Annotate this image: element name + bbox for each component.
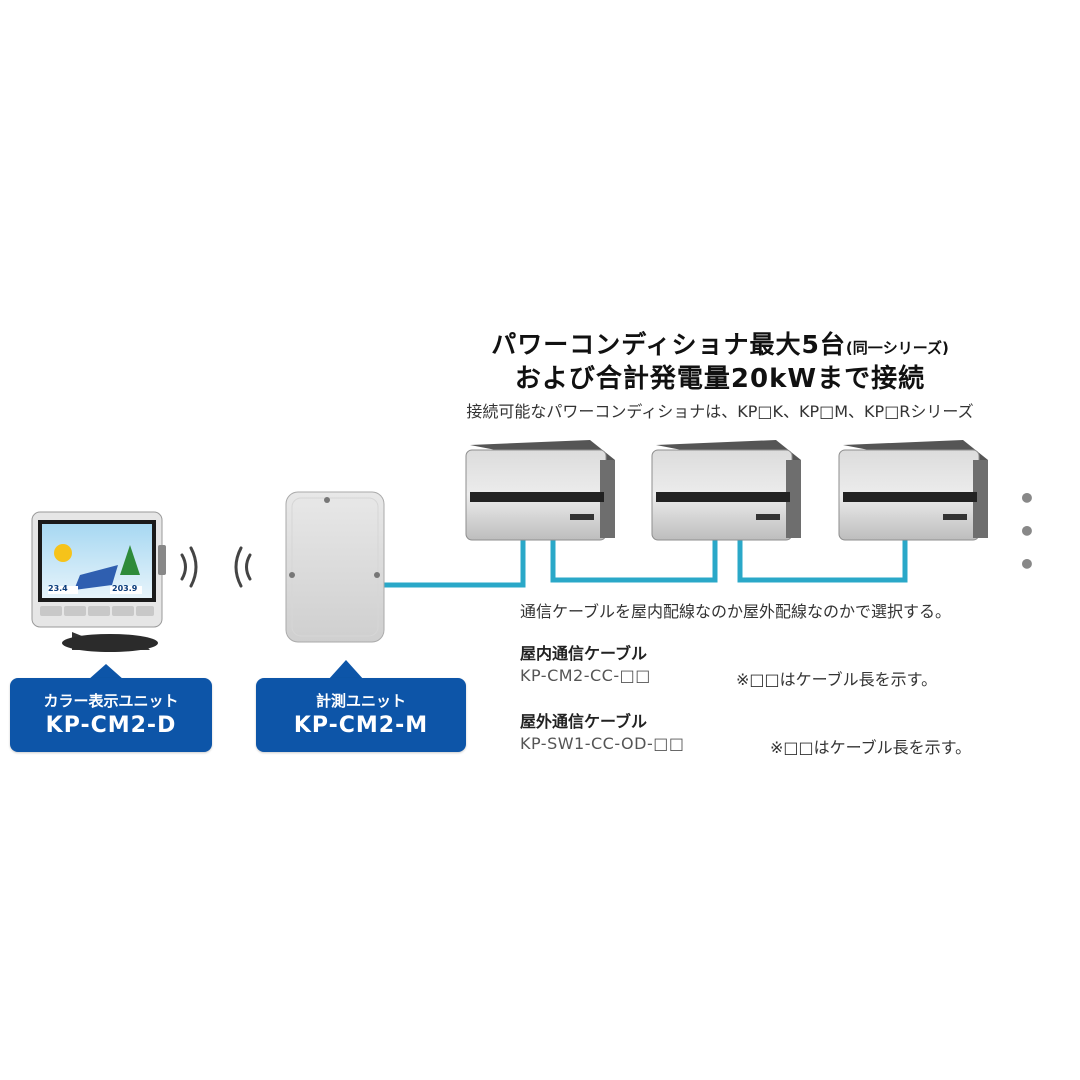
- power-conditioner-2: [651, 440, 801, 541]
- display-unit-model: KP-CM2-D: [45, 713, 177, 738]
- indoor-cable-model: KP-CM2-CC-□□: [520, 666, 651, 685]
- indoor-cable-length-note: ※□□はケーブル長を示す。: [736, 670, 938, 689]
- cable-measure-to-pc1: [383, 538, 526, 588]
- measure-unit-model: KP-CM2-M: [293, 713, 429, 738]
- indoor-cable-title: 屋内通信ケーブル: [520, 644, 648, 663]
- measure-unit-label: 計測ユニット: [315, 692, 406, 710]
- cable-pc2-to-pc3: [737, 538, 908, 583]
- display-unit-callout: カラー表示ユニット KP-CM2-D: [10, 678, 212, 752]
- measurement-unit: [285, 491, 385, 643]
- cable-pc1-to-pc2: [550, 538, 718, 583]
- screen-value-1: 23.4: [48, 584, 68, 593]
- power-conditioner-3: [838, 440, 988, 541]
- outdoor-cable-title: 屋外通信ケーブル: [520, 712, 648, 731]
- more-units-ellipsis: • • •: [1018, 482, 1046, 581]
- outdoor-cable-length-note: ※□□はケーブル長を示す。: [770, 738, 972, 757]
- power-conditioner-1: [465, 440, 615, 541]
- cable-selection-note: 通信ケーブルを屋内配線なのか屋外配線なのかで選択する。: [520, 602, 952, 621]
- heading-line2: および合計発電量20kWまで接続: [514, 364, 926, 394]
- measure-callout-pointer: [328, 660, 364, 680]
- display-unit-label: カラー表示ユニット: [43, 692, 179, 710]
- heading-line1-note: (同一シリーズ): [845, 339, 949, 357]
- outdoor-cable-model: KP-SW1-CC-OD-□□: [520, 734, 685, 753]
- wireless-signal-icon: [180, 546, 252, 588]
- communication-cable: [383, 538, 908, 588]
- screen-value-2: 203.9: [112, 584, 138, 593]
- color-display-unit: [31, 511, 166, 652]
- compatible-series-note: 接続可能なパワーコンディショナは、KP□K、KP□M、KP□Rシリーズ: [466, 402, 974, 421]
- heading-line1: パワーコンディショナ最大5台(同一シリーズ): [491, 330, 949, 359]
- display-callout-pointer: [88, 664, 124, 680]
- measure-unit-callout: 計測ユニット KP-CM2-M: [256, 678, 466, 752]
